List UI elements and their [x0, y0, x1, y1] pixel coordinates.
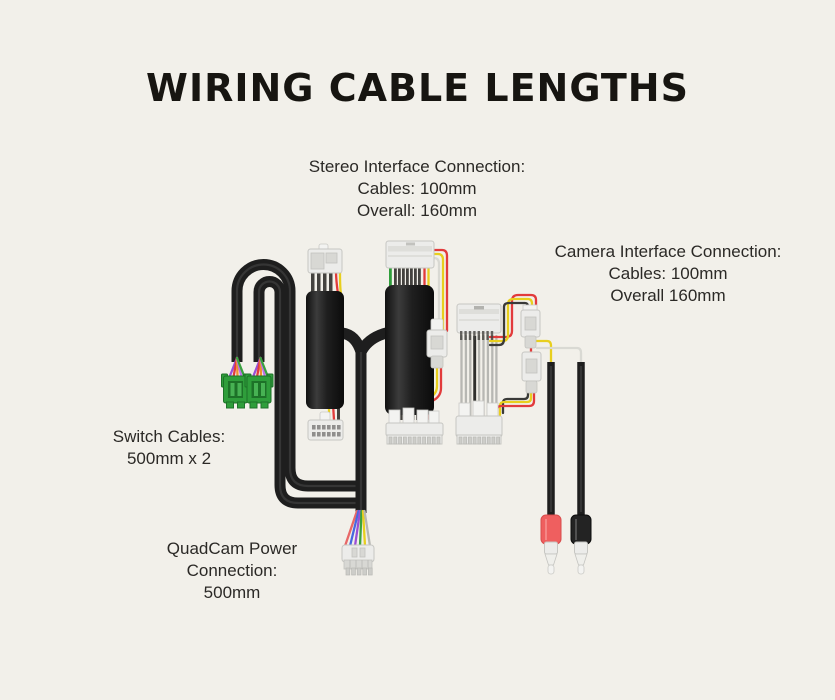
heat-shrink-cylinder-right	[385, 285, 434, 415]
camera-inline-connector-b	[521, 351, 542, 394]
camera-inline-connector-a	[520, 304, 541, 349]
rca-plug-black	[570, 514, 592, 575]
stereo-harness-left	[306, 243, 344, 441]
quadcam-connector	[341, 544, 375, 576]
quadcam-power-label: QuadCam Power Connection: 500mm	[132, 538, 332, 604]
quadcam-wire-fan	[343, 509, 372, 548]
quadcam-label-line-3: 500mm	[203, 583, 261, 602]
stereo-label-line-1: Stereo Interface Connection:	[308, 157, 526, 176]
quadcam-label-line-2: Connection:	[186, 561, 278, 580]
heat-shrink-cylinder-left	[306, 291, 344, 409]
camera-bottom-connector	[455, 400, 503, 445]
rca-cables	[547, 362, 585, 516]
switch-label-line-2: 500mm x 2	[126, 449, 212, 468]
stereo-right-inline-connector	[426, 318, 448, 369]
camera-interface-label: Camera Interface Connection: Cables: 100…	[538, 241, 798, 307]
stereo-harness-right	[385, 240, 449, 445]
stereo-label-line-2: Cables: 100mm	[357, 179, 477, 198]
switch-cables-label: Switch Cables: 500mm x 2	[69, 426, 269, 470]
camera-label-line-3: Overall 160mm	[610, 286, 726, 305]
page-title: WIRING CABLE LENGTHS	[146, 66, 689, 110]
switch-connector-right	[243, 356, 275, 410]
switch-label-line-1: Switch Cables:	[112, 427, 226, 446]
stereo-left-bottom-connector	[307, 411, 344, 441]
stereo-label-line-3: Overall: 160mm	[357, 201, 477, 220]
quadcam-label-line-1: QuadCam Power	[166, 539, 298, 558]
stereo-interface-label: Stereo Interface Connection: Cables: 100…	[287, 156, 547, 222]
camera-top-connector	[456, 303, 502, 340]
switch-cables	[231, 259, 361, 509]
camera-label-line-1: Camera Interface Connection:	[554, 242, 782, 261]
camera-label-line-2: Cables: 100mm	[608, 264, 728, 283]
rca-plug-red	[540, 514, 562, 575]
stereo-left-top-connector	[307, 243, 343, 274]
stereo-right-bottom-connector	[385, 407, 444, 445]
stereo-right-top-connector	[385, 240, 435, 269]
camera-harness	[455, 293, 583, 445]
